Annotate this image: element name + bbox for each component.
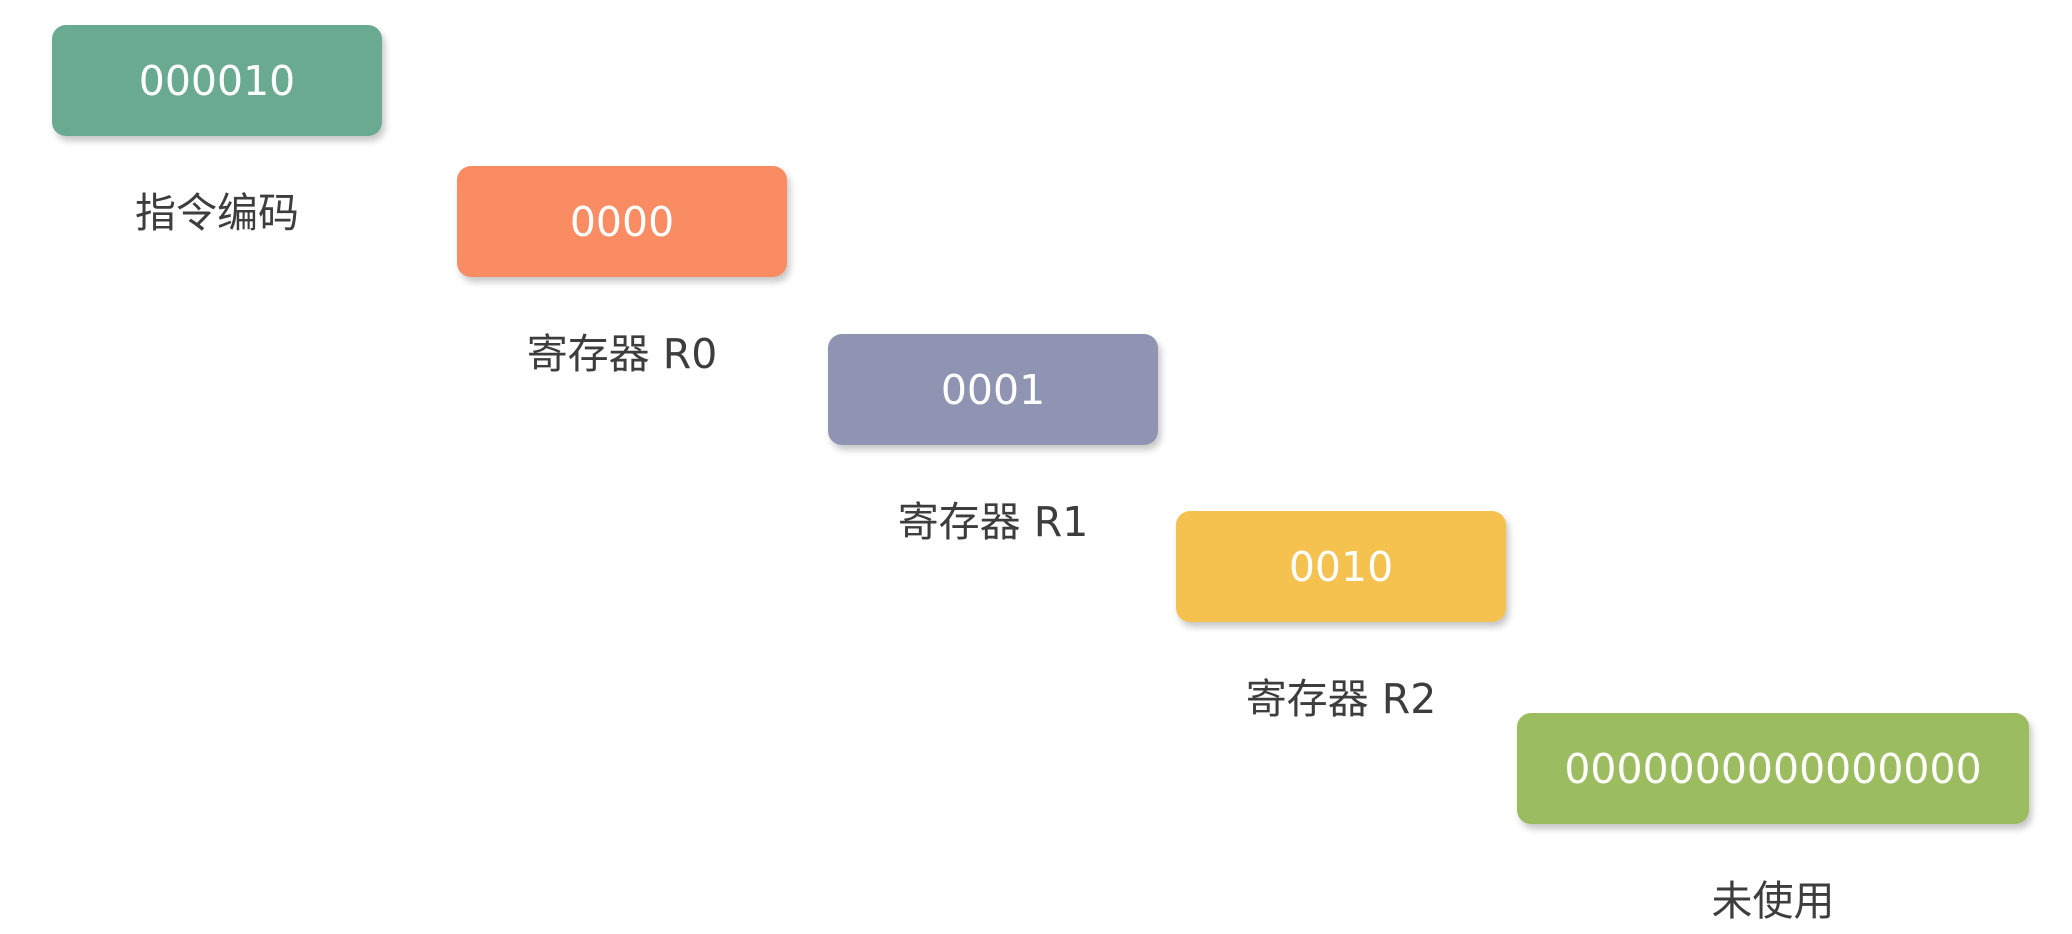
register-r2-label: 寄存器 R2 (1245, 675, 1437, 723)
register-r0-label: 寄存器 R0 (526, 330, 718, 378)
register-r2-value-box: 0010 (1176, 511, 1506, 622)
unused-value-box: 0000000000000000 (1517, 713, 2029, 824)
opcode-value-box: 000010 (52, 25, 382, 136)
register-r1-value-box: 0001 (828, 334, 1158, 445)
register-r1-label: 寄存器 R1 (897, 498, 1089, 546)
unused-label: 未使用 (1711, 877, 1835, 925)
opcode-label: 指令编码 (135, 189, 299, 237)
register-r0-value-box: 0000 (457, 166, 787, 277)
